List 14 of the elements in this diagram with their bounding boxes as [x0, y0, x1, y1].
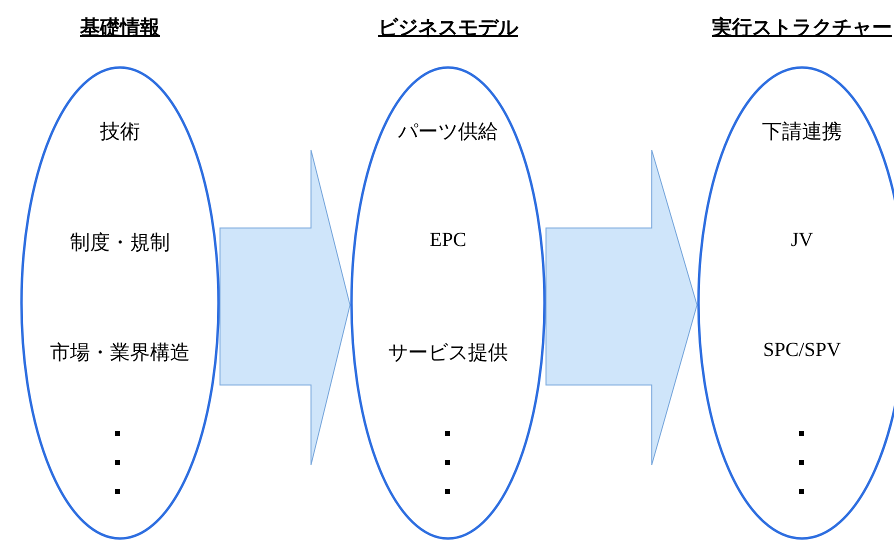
item-text: EPC — [428, 229, 468, 252]
item-text: パーツ供給 — [397, 118, 499, 145]
item-text: SPC/SPV — [762, 339, 842, 362]
item-text: 制度・規制 — [69, 229, 171, 256]
item-text: 市場・業界構造 — [49, 339, 191, 366]
column-heading: ビジネスモデル — [377, 14, 520, 41]
item-text: 下請連携 — [761, 118, 843, 145]
block-arrow — [220, 150, 351, 466]
item-text: サービス提供 — [387, 339, 509, 366]
column-heading: 基礎情報 — [79, 14, 161, 41]
block-arrow — [546, 150, 698, 466]
column-heading: 実行ストラクチャー — [711, 14, 893, 41]
item-text: 技術 — [99, 118, 141, 145]
item-text: JV — [790, 229, 814, 252]
